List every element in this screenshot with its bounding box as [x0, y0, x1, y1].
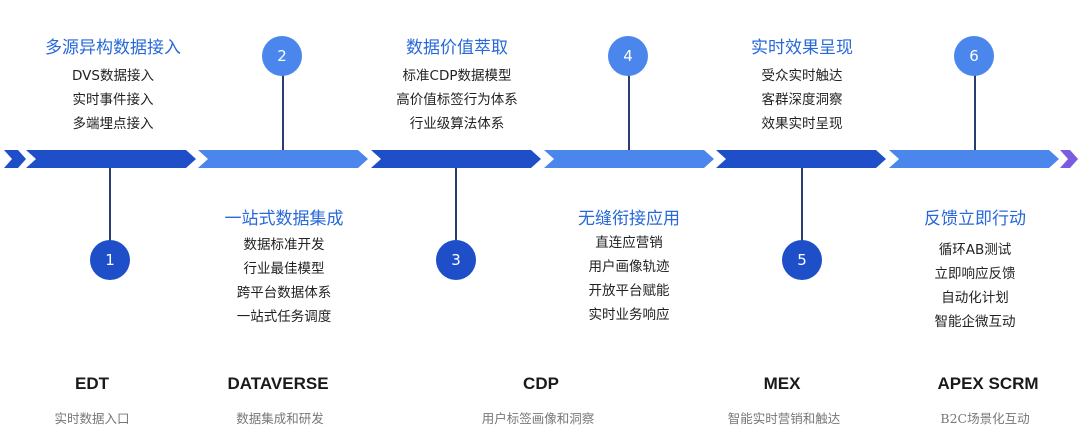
- stage-title-4: 无缝衔接应用: [578, 209, 680, 229]
- stage-items-4: 直连应营销 用户画像轨迹 开放平台赋能 实时业务响应: [589, 231, 670, 327]
- step-circle-5: 5: [782, 240, 822, 280]
- stage-title-2: 一站式数据集成: [224, 209, 344, 229]
- product-label-2: DATAVERSE: [227, 374, 329, 393]
- list-item: 实时业务响应: [588, 307, 670, 323]
- step-circle-4: 4: [608, 36, 648, 76]
- stem-1: [109, 168, 111, 244]
- end-arrow: [1060, 150, 1078, 168]
- product-desc-1: 实时数据入口: [54, 411, 130, 426]
- list-item: 数据标准开发: [243, 237, 325, 253]
- product-desc-6: B2C场景化互动: [940, 411, 1030, 426]
- lead-arrow: [4, 150, 26, 168]
- stem-6: [974, 70, 976, 150]
- step-number: 5: [797, 251, 807, 269]
- stem-3: [455, 168, 457, 244]
- step-number: 4: [623, 47, 633, 65]
- step-circle-2: 2: [262, 36, 302, 76]
- stem-4: [628, 70, 630, 150]
- step-number: 3: [451, 251, 461, 269]
- stem-2: [282, 70, 284, 150]
- stem-5: [801, 168, 803, 244]
- product-desc-5: 智能实时营销和触达: [727, 411, 841, 426]
- segment-arrow-6: [889, 150, 1059, 168]
- product-desc-3: 用户标签画像和洞察: [481, 411, 595, 426]
- list-item: 跨平台数据体系: [236, 285, 332, 301]
- product-desc-2: 数据集成和研发: [236, 411, 324, 426]
- list-item: 循环AB测试: [938, 242, 1012, 258]
- stage-title-1: 多源异构数据接入: [45, 38, 181, 58]
- list-item: 智能企微互动: [934, 314, 1016, 330]
- step-number: 2: [277, 47, 287, 65]
- segment-arrow-3: [371, 150, 541, 168]
- list-item: 高价值标签行为体系: [396, 92, 518, 108]
- step-number: 6: [969, 47, 979, 65]
- step-number: 1: [105, 251, 115, 269]
- product-label-1: EDT: [75, 374, 109, 393]
- list-item: 受众实时触达: [761, 68, 843, 84]
- list-item: 一站式任务调度: [236, 309, 332, 325]
- stage-title-6: 反馈立即行动: [924, 209, 1026, 229]
- list-item: 效果实时呈现: [761, 116, 843, 132]
- list-item: 行业级算法体系: [409, 116, 505, 132]
- stage-title-3: 数据价值萃取: [406, 38, 508, 58]
- list-item: 标准CDP数据模型: [402, 68, 512, 84]
- stage-items-2: 数据标准开发 行业最佳模型 跨平台数据体系 一站式任务调度: [237, 233, 332, 329]
- list-item: 行业最佳模型: [243, 261, 325, 277]
- segment-arrow-4: [544, 150, 714, 168]
- list-item: 用户画像轨迹: [588, 259, 670, 275]
- segment-arrow-1: [26, 150, 196, 168]
- stage-items-3: 标准CDP数据模型 高价值标签行为体系 行业级算法体系: [396, 64, 518, 136]
- stage-items-6: 循环AB测试 立即响应反馈 自动化计划 智能企微互动: [935, 238, 1016, 334]
- product-label-5: MEX: [763, 374, 801, 393]
- segment-arrow-5: [716, 150, 886, 168]
- product-label-3: CDP: [523, 374, 559, 393]
- list-item: 多端埋点接入: [72, 116, 154, 132]
- list-item: 实时事件接入: [72, 92, 154, 108]
- step-circle-1: 1: [90, 240, 130, 280]
- stage-title-5: 实时效果呈现: [751, 38, 853, 58]
- stage-items-1: DVS数据接入 实时事件接入 多端埋点接入: [72, 64, 154, 136]
- stage-items-5: 受众实时触达 客群深度洞察 效果实时呈现: [762, 64, 843, 136]
- list-item: 自动化计划: [941, 290, 1009, 306]
- list-item: 客群深度洞察: [761, 92, 843, 108]
- segment-arrow-2: [198, 150, 368, 168]
- product-label-6: APEX SCRM: [937, 374, 1039, 393]
- step-circle-6: 6: [954, 36, 994, 76]
- list-item: 直连应营销: [595, 235, 663, 251]
- step-circle-3: 3: [436, 240, 476, 280]
- list-item: 开放平台赋能: [588, 283, 670, 299]
- list-item: 立即响应反馈: [934, 266, 1016, 282]
- list-item: DVS数据接入: [72, 68, 154, 84]
